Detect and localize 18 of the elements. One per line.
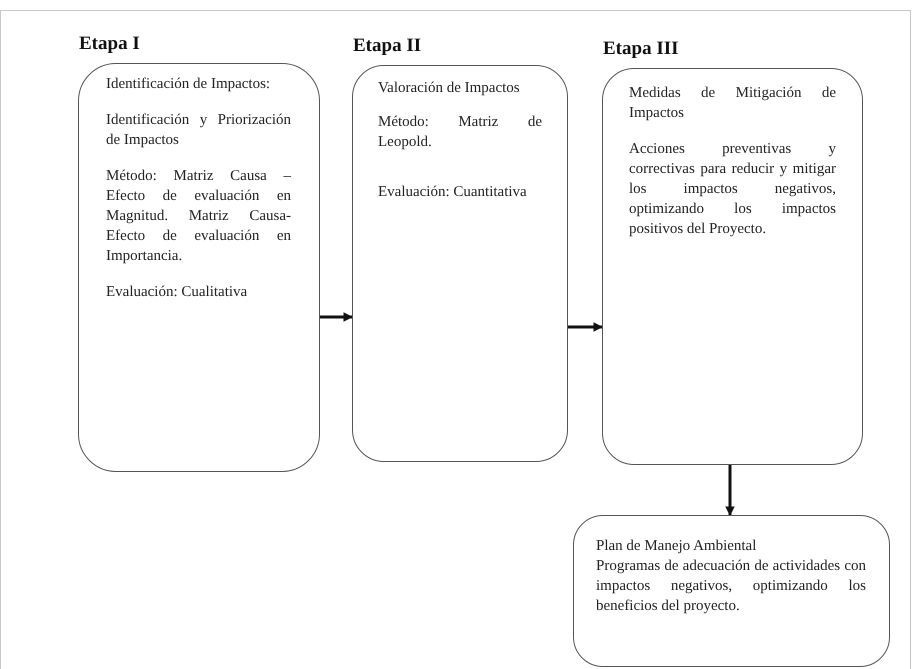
box-text: Identificación y Priorización de Impactos: [106, 111, 291, 150]
stage-heading: Etapa II: [353, 36, 422, 56]
stage-heading: Etapa I: [79, 34, 140, 54]
box-text: Programas de adecuación de actividades con impactos negativos, optimizando los beneficios del proyecto.: [596, 557, 866, 616]
box-text: Medidas de Mitigación de Impactos: [629, 84, 836, 123]
box-text: Método: Matriz Causa – Efecto de evaluación en Magnitud. Matriz Causa- Efecto de evaluación en Importancia.: [106, 167, 291, 266]
box-text: Valoración de Impactos: [378, 79, 521, 98]
arrow: [725, 465, 735, 516]
box-text: Evaluación: Cuantitativa: [378, 183, 528, 202]
stage-heading: Etapa III: [603, 39, 678, 59]
box-text: Método: Matriz de Leopold.: [378, 113, 542, 152]
rounded-box: [573, 515, 890, 667]
box-text: Plan de Manejo Ambiental: [596, 537, 758, 556]
arrow: [568, 322, 603, 332]
box-text: Evaluación: Cualitativa: [106, 283, 248, 302]
box-text: Identificación de Impactos:: [106, 75, 272, 94]
arrow: [320, 312, 353, 322]
box-text: Acciones preventivas y correctivas para reducir y mitigar los impactos negativos, optimizando los impactos positivos del Proyecto.: [629, 140, 836, 239]
